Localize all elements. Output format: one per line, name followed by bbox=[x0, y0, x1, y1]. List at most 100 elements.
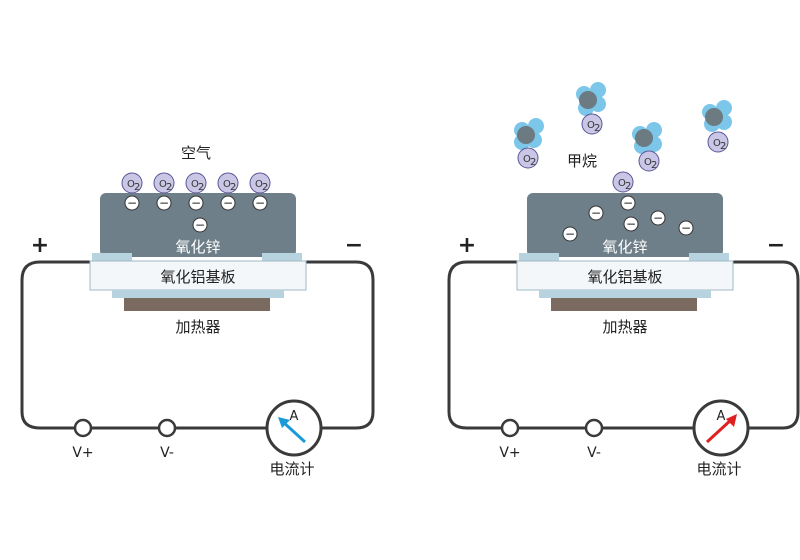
right-zinc-oxide-label: 氧化锌 bbox=[602, 238, 647, 256]
left-panel: 氧化锌 氧化铝基板 加热器 空气 + − V+ V- A 电流计 bbox=[20, 144, 375, 478]
electron: − bbox=[620, 195, 636, 211]
svg-text:2: 2 bbox=[230, 182, 236, 193]
left-alumina-substrate bbox=[89, 260, 307, 291]
left-ammeter-symbol: A bbox=[290, 409, 299, 424]
left-ammeter bbox=[265, 399, 323, 457]
svg-text:O: O bbox=[127, 179, 135, 190]
right-terminal-pos bbox=[500, 418, 520, 438]
svg-text:−: − bbox=[195, 218, 205, 232]
right-terminal-neg-label: V- bbox=[587, 445, 601, 461]
svg-text:2: 2 bbox=[530, 157, 536, 168]
electron: − bbox=[252, 195, 268, 211]
left-ammeter-needle bbox=[280, 419, 307, 444]
svg-text:O: O bbox=[713, 138, 721, 149]
electron: − bbox=[188, 195, 204, 211]
right-atmosphere-label: 甲烷 bbox=[567, 152, 597, 170]
right-terminal-pos-label: V+ bbox=[499, 445, 520, 461]
left-electrons: − − − − − − bbox=[124, 195, 268, 233]
svg-text:−: − bbox=[626, 217, 636, 231]
left-circuit-wire bbox=[20, 260, 375, 430]
left-terminal-pos bbox=[73, 418, 93, 438]
left-heater-label: 加热器 bbox=[175, 318, 220, 336]
right-circuit-wire bbox=[447, 260, 800, 430]
svg-text:2: 2 bbox=[594, 123, 600, 134]
left-minus-sign: − bbox=[345, 233, 363, 258]
right-ammeter-label: 电流计 bbox=[696, 460, 741, 478]
electron: − bbox=[678, 220, 694, 236]
right-minus-sign: − bbox=[767, 233, 785, 258]
svg-text:2: 2 bbox=[134, 182, 140, 193]
right-terminal-neg bbox=[584, 418, 604, 438]
electron: − bbox=[192, 217, 208, 233]
electron: − bbox=[623, 216, 639, 232]
right-ammeter-needle bbox=[705, 417, 734, 444]
svg-text:−: − bbox=[191, 196, 201, 210]
right-heater-label: 加热器 bbox=[602, 318, 647, 336]
electron: − bbox=[156, 195, 172, 211]
right-electrode-bottom bbox=[539, 290, 711, 298]
left-ammeter-label: 电流计 bbox=[269, 460, 314, 478]
left-ammeter-needle-head bbox=[278, 417, 290, 428]
left-terminal-neg bbox=[157, 418, 177, 438]
svg-text:−: − bbox=[653, 211, 663, 225]
svg-text:−: − bbox=[159, 196, 169, 210]
svg-text:O: O bbox=[255, 179, 263, 190]
left-terminal-pos-label: V+ bbox=[72, 445, 93, 461]
right-ammeter-symbol: A bbox=[717, 409, 726, 424]
svg-text:2: 2 bbox=[262, 182, 268, 193]
electron: − bbox=[562, 226, 578, 242]
left-electrode-top-right bbox=[262, 253, 302, 262]
svg-text:O: O bbox=[159, 179, 167, 190]
svg-text:−: − bbox=[591, 206, 601, 220]
electron: − bbox=[650, 210, 666, 226]
svg-text:2: 2 bbox=[720, 141, 726, 152]
right-substrate-label: 氧化铝基板 bbox=[587, 268, 662, 286]
svg-text:2: 2 bbox=[166, 182, 172, 193]
svg-text:−: − bbox=[623, 196, 633, 210]
svg-text:2: 2 bbox=[198, 182, 204, 193]
svg-text:−: − bbox=[255, 196, 265, 210]
left-plus-sign: + bbox=[31, 233, 49, 258]
svg-text:O: O bbox=[618, 178, 626, 189]
svg-text:2: 2 bbox=[625, 181, 631, 192]
right-electrons: − − − − − − bbox=[562, 195, 694, 242]
svg-text:−: − bbox=[127, 196, 137, 210]
svg-text:O: O bbox=[523, 154, 531, 165]
left-atmosphere-label: 空气 bbox=[181, 144, 211, 162]
left-terminal-neg-label: V- bbox=[160, 445, 174, 461]
svg-text:O: O bbox=[223, 179, 231, 190]
svg-text:O: O bbox=[191, 179, 199, 190]
right-heater bbox=[551, 298, 697, 311]
left-substrate-label: 氧化铝基板 bbox=[160, 268, 235, 286]
electron: − bbox=[124, 195, 140, 211]
left-zinc-oxide-label: 氧化锌 bbox=[175, 238, 220, 256]
left-heater bbox=[124, 298, 270, 311]
left-electrode-bottom bbox=[112, 290, 284, 298]
right-alumina-substrate bbox=[516, 260, 734, 291]
svg-text:O: O bbox=[587, 120, 595, 131]
svg-text:−: − bbox=[223, 196, 233, 210]
right-electrode-top-left bbox=[519, 253, 559, 262]
right-plus-sign: + bbox=[458, 233, 476, 258]
right-ammeter-needle-head bbox=[726, 414, 737, 427]
electron: − bbox=[588, 205, 604, 221]
svg-text:−: − bbox=[681, 221, 691, 235]
svg-text:−: − bbox=[565, 227, 575, 241]
svg-text:O: O bbox=[644, 157, 652, 168]
svg-text:2: 2 bbox=[651, 160, 657, 171]
left-electrode-top-left bbox=[92, 253, 132, 262]
electron: − bbox=[220, 195, 236, 211]
right-electrode-top-right bbox=[689, 253, 729, 262]
